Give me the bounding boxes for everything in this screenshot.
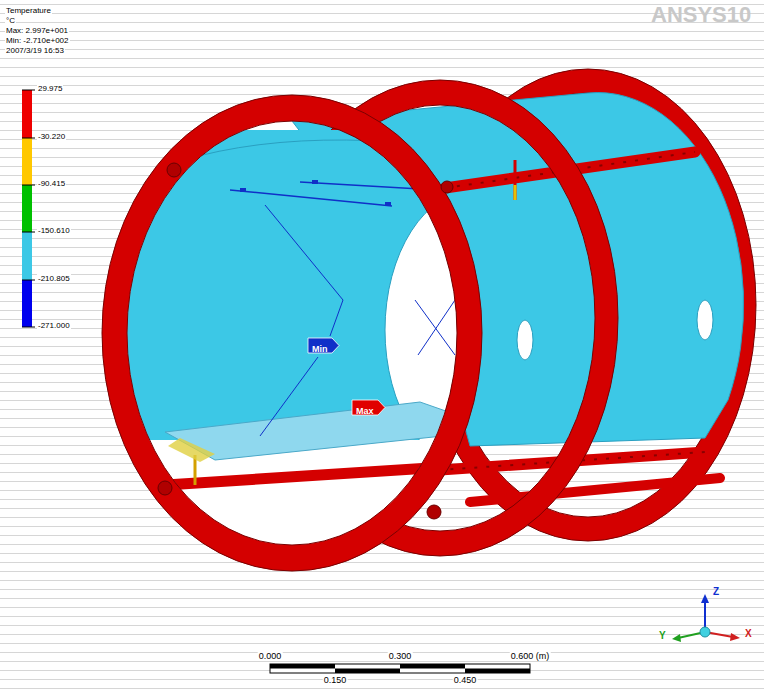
- result-title: Temperature: [5, 6, 52, 15]
- scale-frame: [270, 664, 530, 673]
- axis-label: Z: [712, 586, 720, 598]
- scale-bar: [270, 664, 530, 673]
- min-probe-flag: Min: [308, 338, 339, 353]
- legend-value: 29.975: [37, 84, 63, 93]
- axis-label: Y: [658, 630, 667, 642]
- legend-tick: [22, 280, 35, 281]
- z-axis: [704, 600, 706, 630]
- shell-hole: [517, 320, 533, 360]
- unit-label: °C: [5, 16, 16, 25]
- bolt: [158, 481, 172, 495]
- axis-label: X: [744, 628, 753, 640]
- strut: [300, 182, 470, 192]
- legend-swatch: [22, 138, 32, 185]
- legend-tick: [22, 327, 35, 328]
- bolt: [441, 181, 453, 193]
- legend-swatch: [22, 232, 32, 280]
- strut: [418, 300, 455, 355]
- scale-segment: [400, 664, 465, 669]
- legend-tick: [22, 90, 35, 91]
- post: [514, 160, 517, 200]
- legend-value: -271.000: [37, 321, 71, 330]
- warm-spot: [168, 438, 215, 462]
- max-probe-flag: Max: [352, 400, 385, 415]
- probe-label: Max: [356, 406, 374, 416]
- bolt: [167, 163, 181, 177]
- timestamp: 2007/3/19 16:53: [5, 46, 65, 55]
- strut: [230, 190, 392, 206]
- max-value: Max: 2.997e+001: [5, 26, 69, 35]
- watermark: ANSYS10: [650, 2, 752, 27]
- min-value: Min: -2.710e+002: [5, 36, 70, 45]
- legend-tick: [22, 232, 35, 233]
- axis-triad: [672, 594, 740, 642]
- clip: [385, 202, 391, 206]
- legend-value: -30.220: [37, 132, 66, 141]
- origin-sphere: [700, 627, 710, 637]
- cylinder-interior: [120, 130, 565, 560]
- legend-bar: [22, 90, 35, 327]
- legend-tick: [22, 138, 35, 139]
- strut: [260, 357, 318, 436]
- shell-hole: [697, 300, 713, 340]
- y-arrowhead: [672, 634, 681, 642]
- z-arrowhead: [701, 594, 709, 603]
- x-arrowhead: [730, 633, 740, 641]
- bolt: [427, 505, 441, 519]
- scale-value: 0.450: [453, 675, 478, 685]
- legend-value: -150.610: [37, 226, 71, 235]
- legend-swatch: [22, 280, 32, 327]
- scale-value: 0.300: [388, 651, 413, 661]
- probe-label: Min: [312, 344, 328, 354]
- clip: [240, 188, 246, 192]
- clip: [312, 180, 318, 184]
- scale-segment: [335, 669, 400, 674]
- strut: [265, 205, 343, 336]
- legend-swatch: [22, 90, 32, 138]
- front-ring: [102, 95, 482, 571]
- scale-value: 0.150: [323, 675, 348, 685]
- legend-swatch: [22, 185, 32, 232]
- scale-value: 0.600 (m): [510, 651, 551, 661]
- scale-segment: [465, 669, 530, 674]
- support-rod: [470, 478, 720, 502]
- post: [514, 185, 517, 200]
- legend-value: -90.415: [37, 179, 66, 188]
- strut: [415, 300, 455, 355]
- scale-value: 0.000: [258, 651, 283, 661]
- scale-segment: [270, 664, 335, 669]
- legend-tick: [22, 185, 35, 186]
- legend-value: -210.805: [37, 274, 71, 283]
